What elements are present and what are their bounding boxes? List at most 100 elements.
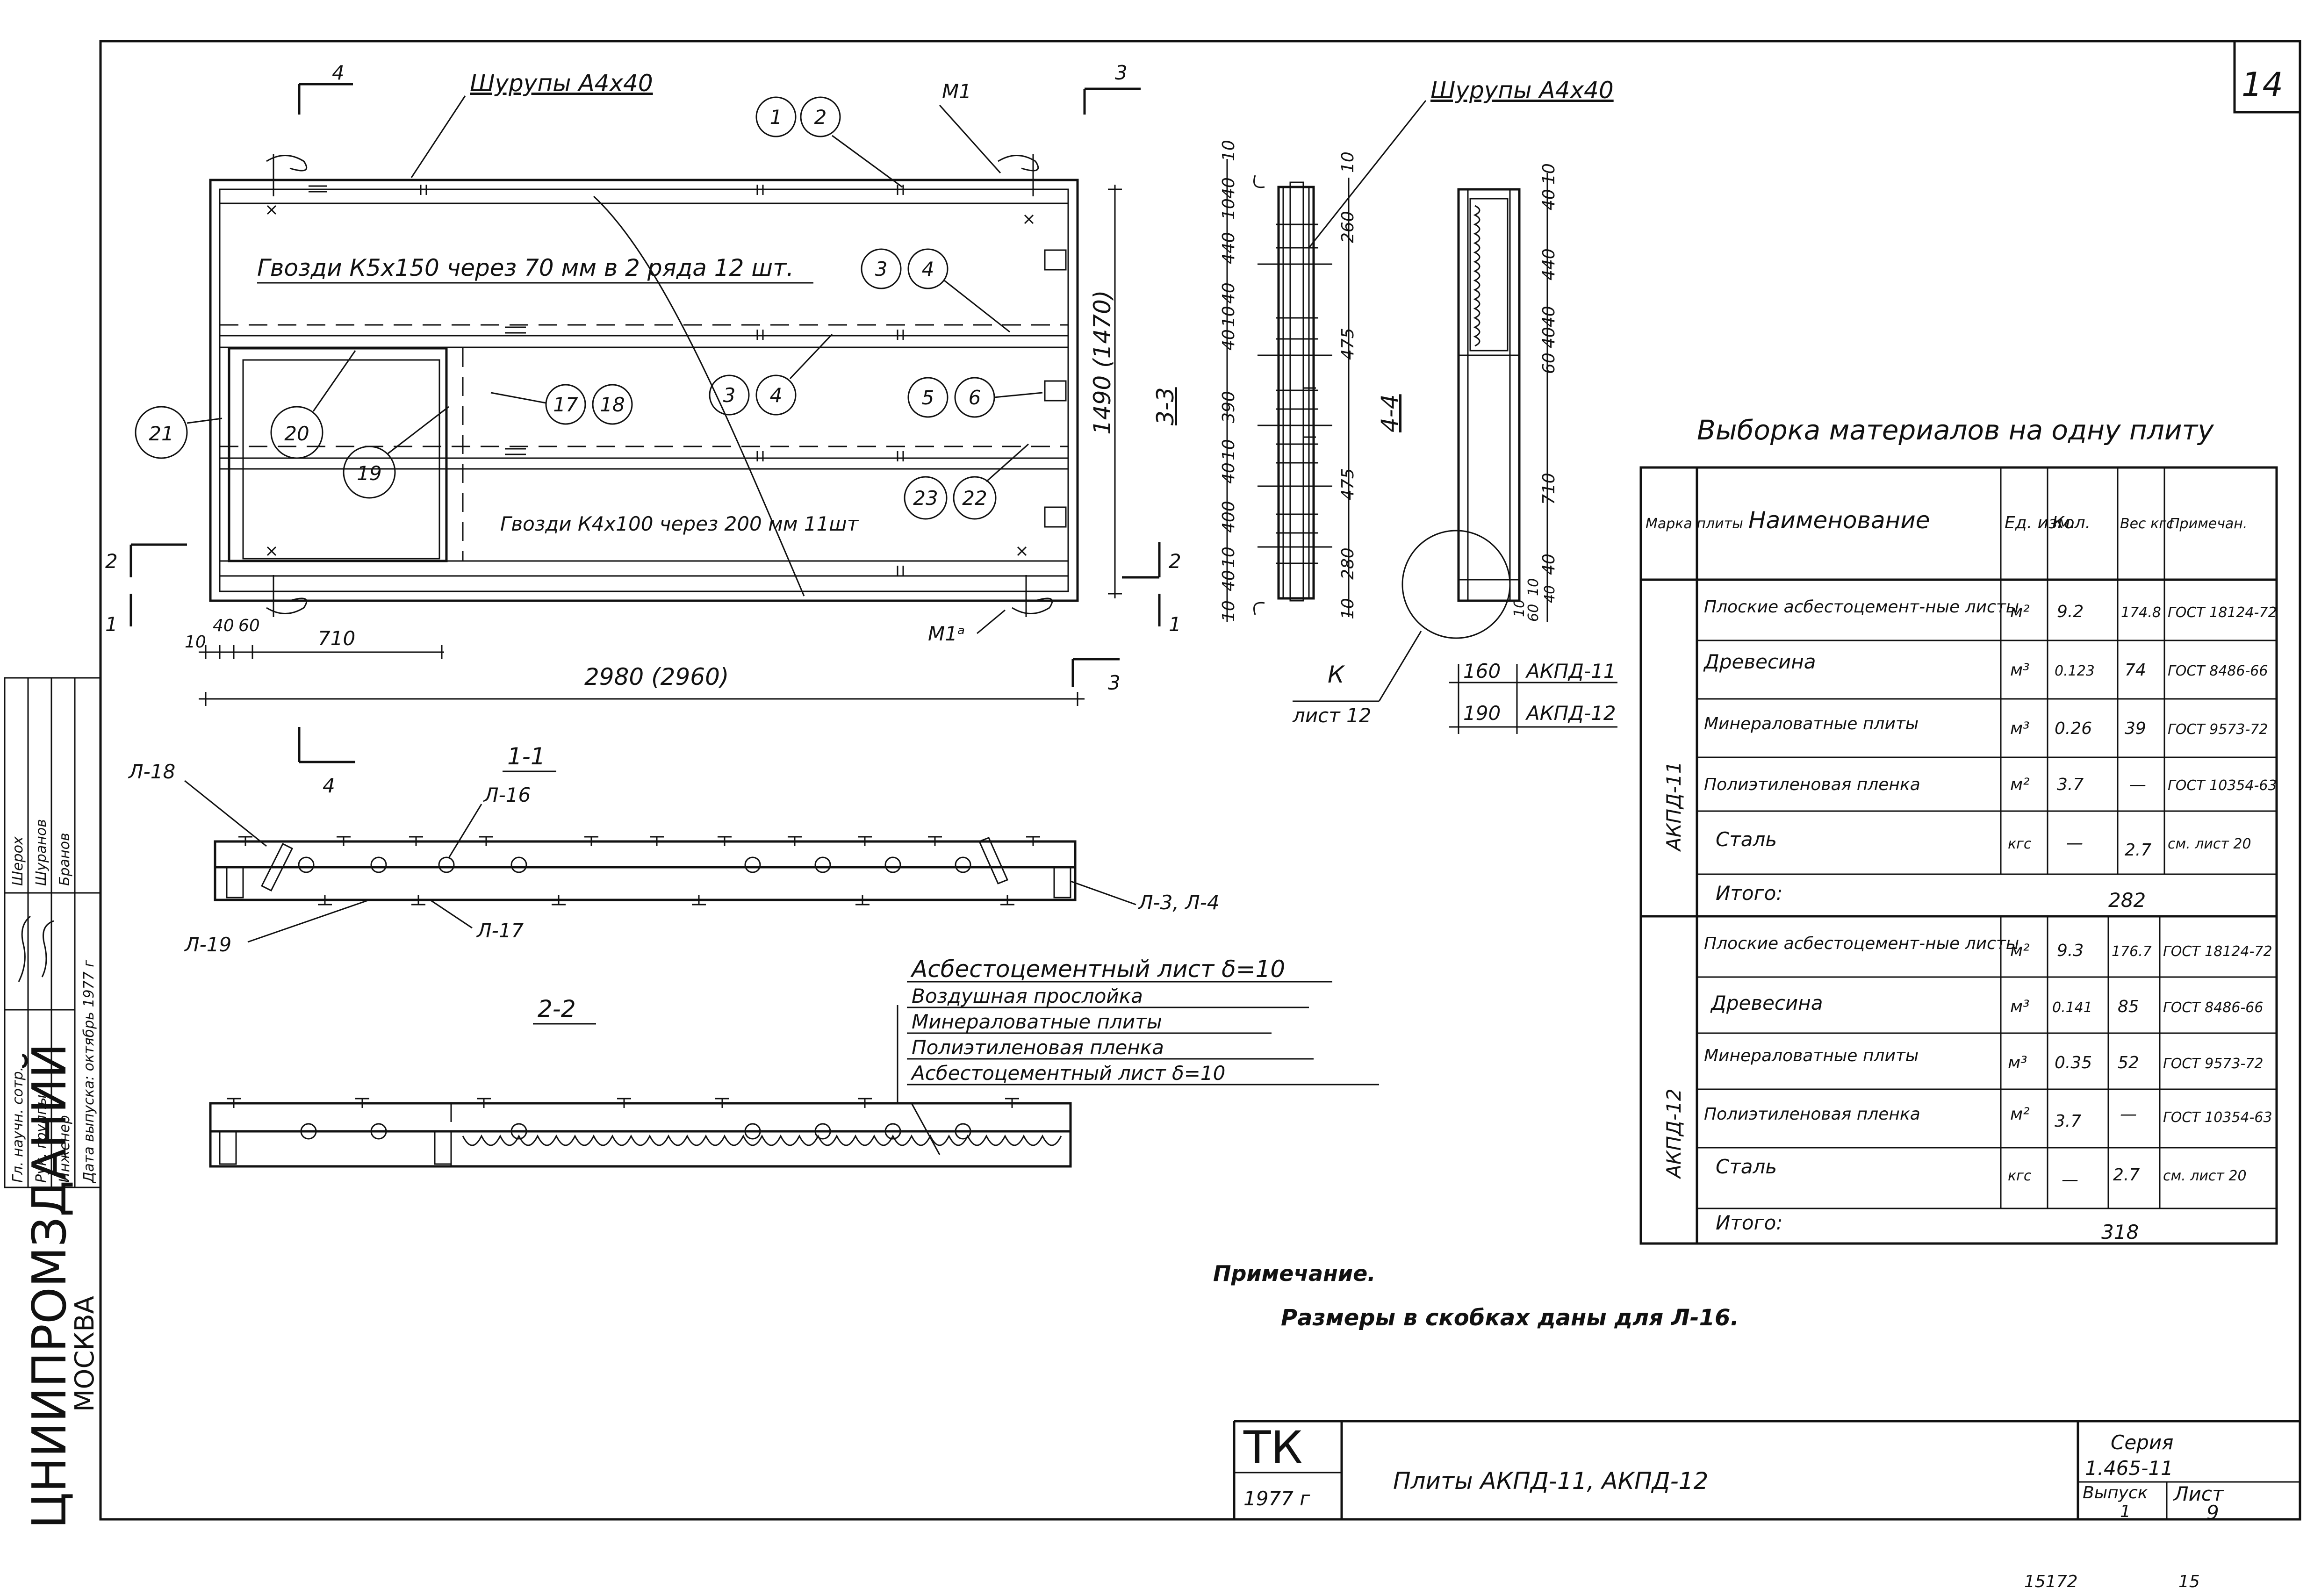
cut-mark-2-right: 2 [1169,550,1181,573]
bubble-2: 2 [814,106,827,129]
org-city: МОСКВА [70,1296,100,1412]
layer-1: Асбестоцементный лист δ=10 [910,956,1285,983]
g1-r5-weight: 2.7 [2125,841,2151,860]
s33-dim-0: 10 [1219,140,1238,161]
cut-mark-3-bottom: 3 [1108,671,1121,694]
bubble-18: 18 [600,393,625,416]
g1-r5-qty: — [2066,834,2083,853]
s33-inner-5: 10 [1338,598,1358,619]
plan-m1-bottom: М1ᵃ [928,622,965,645]
bubble-1: 1 [770,106,783,129]
cut-mark-2-left: 2 [105,550,118,573]
s33-dim-4: 40 [1219,282,1238,304]
width-value-2: 190 [1463,702,1501,725]
s33-dim-2: 10 [1219,198,1238,220]
stamp-name-3: Бранов [57,833,73,886]
bubble-20: 20 [284,422,309,445]
section-44-width-table: 160 АКПД-11 190 АКПД-12 [1449,660,1617,734]
detail-mark: К [1328,661,1345,688]
section-44-label: 4-4 [1376,394,1403,432]
s33-dim-7: 390 [1219,391,1238,423]
g2-r5-unit: кгс [2008,1168,2032,1184]
g2-r3-unit: м³ [2008,1053,2027,1072]
plan-m1-top: М1 [942,80,971,103]
s44-dim-4: 40 [1539,327,1559,348]
plan-dimensions: 10 40 60 710 2980 (2960) 1490 (1470) [185,185,1122,706]
s33-dim-12: 40 [1219,570,1238,591]
issue-value: 1 [2120,1502,2131,1521]
g2-r4-qty: 3.7 [2055,1112,2081,1131]
plan-dim-710: 710 [318,627,355,650]
s33-inner-2: 475 [1338,328,1358,360]
g2-r1-note: ГОСТ 18124-72 [2163,943,2272,960]
s33-inner-1: 260 [1338,211,1358,243]
materials-title: Выборка материалов на одну плиту [1697,414,2214,446]
g1-total-label: Итого: [1716,882,1783,905]
g1-r1-qty: 9.2 [2057,602,2084,621]
cut-mark-3-top: 3 [1115,61,1128,84]
layer-2: Воздушная прослойка [912,985,1143,1007]
s44-dim-3: 40 [1539,306,1559,327]
s44-dim-9: 40 [1542,585,1558,603]
section-2-2 [209,1005,1072,1168]
detail-k-circle [1401,530,1511,639]
layer-3: Минераловатные плиты [912,1010,1162,1033]
bubble-19: 19 [357,462,381,485]
g1-r3-name: Минераловатные плиты [1704,714,1919,733]
plan-overall-length: 2980 (2960) [584,663,729,690]
layer-4: Полиэтиленовая пленка [912,1036,1164,1059]
plan-dim-10: 10 [185,633,206,652]
cut-mark-4-top: 4 [332,61,345,84]
g1-r2-name: Древесина [1703,650,1816,673]
signature-mark [18,915,54,982]
g1-r3-note: ГОСТ 9573-72 [2168,721,2268,738]
s33-dim-9: 40 [1219,462,1238,484]
layer-5: Асбестоцементный лист δ=10 [910,1062,1225,1085]
g2-r4-note: ГОСТ 10354-63 [2163,1109,2272,1126]
g2-r1-unit: м² [2010,941,2030,960]
g2-total: 318 [2101,1221,2139,1244]
s44-dim-5: 60 [1539,352,1559,374]
s44-dim-0: 10 [1539,163,1559,185]
g1-r4-unit: м² [2010,775,2030,794]
s44-dim-7: 40 [1539,554,1559,575]
plan-dim-60: 60 [238,616,260,635]
callout-l17: Л-17 [476,919,524,942]
width-mark-2: АКПД-12 [1525,702,1616,725]
page-number: 14 [2242,65,2283,104]
th-mark: Марка плиты [1646,516,1743,532]
s33-dim-5: 10 [1219,306,1238,327]
s33-inner-3: 475 [1338,468,1358,500]
th-qty: Кол. [2052,513,2091,532]
callout-l18: Л-18 [128,760,175,783]
g2-r4-name: Полиэтиленовая пленка [1704,1105,1920,1124]
layer-legend: Асбестоцементный лист δ=10 Воздушная про… [907,956,1379,1086]
g2-r4-unit: м² [2010,1105,2030,1124]
plan-nails-bottom: Гвозди К4х100 через 200 мм 11шт [500,512,859,535]
g2-r5-qty: — [2062,1170,2078,1189]
cut-mark-1-right: 1 [1169,613,1181,636]
g1-r1-weight: 174.8 [2121,604,2161,621]
title-logo: ТК [1243,1422,1303,1474]
bubble-21: 21 [149,422,173,445]
s44-dim-1: 40 [1539,189,1559,210]
bubble-17: 17 [553,393,578,416]
plan-height: 1490 (1470) [1089,290,1116,435]
note-text: Размеры в скобках даны для Л-16. [1281,1305,1739,1331]
g1-total: 282 [2108,889,2146,912]
th-weight: Вес кгс [2120,516,2174,532]
group-mark-2: АКПД-12 [1662,1088,1685,1179]
bubble-callouts: 1 2 3 4 3 4 5 6 17 18 20 19 21 23 [135,96,1043,520]
g2-r1-qty: 9.3 [2057,941,2084,960]
g1-r3-weight: 39 [2125,719,2146,738]
title-text: Плиты АКПД-11, АКПД-12 [1393,1467,1708,1495]
g1-r4-note: ГОСТ 10354-63 [2168,777,2277,794]
g2-r5-weight: 2.7 [2113,1165,2140,1185]
g2-r2-unit: м³ [2010,997,2030,1016]
g1-r5-note: см. лист 20 [2168,836,2251,852]
g2-total-label: Итого: [1716,1211,1783,1234]
g1-r1-unit: м² [2010,602,2030,621]
s33-dim-8: 10 [1219,439,1238,460]
section-22-label: 2-2 [538,995,576,1022]
